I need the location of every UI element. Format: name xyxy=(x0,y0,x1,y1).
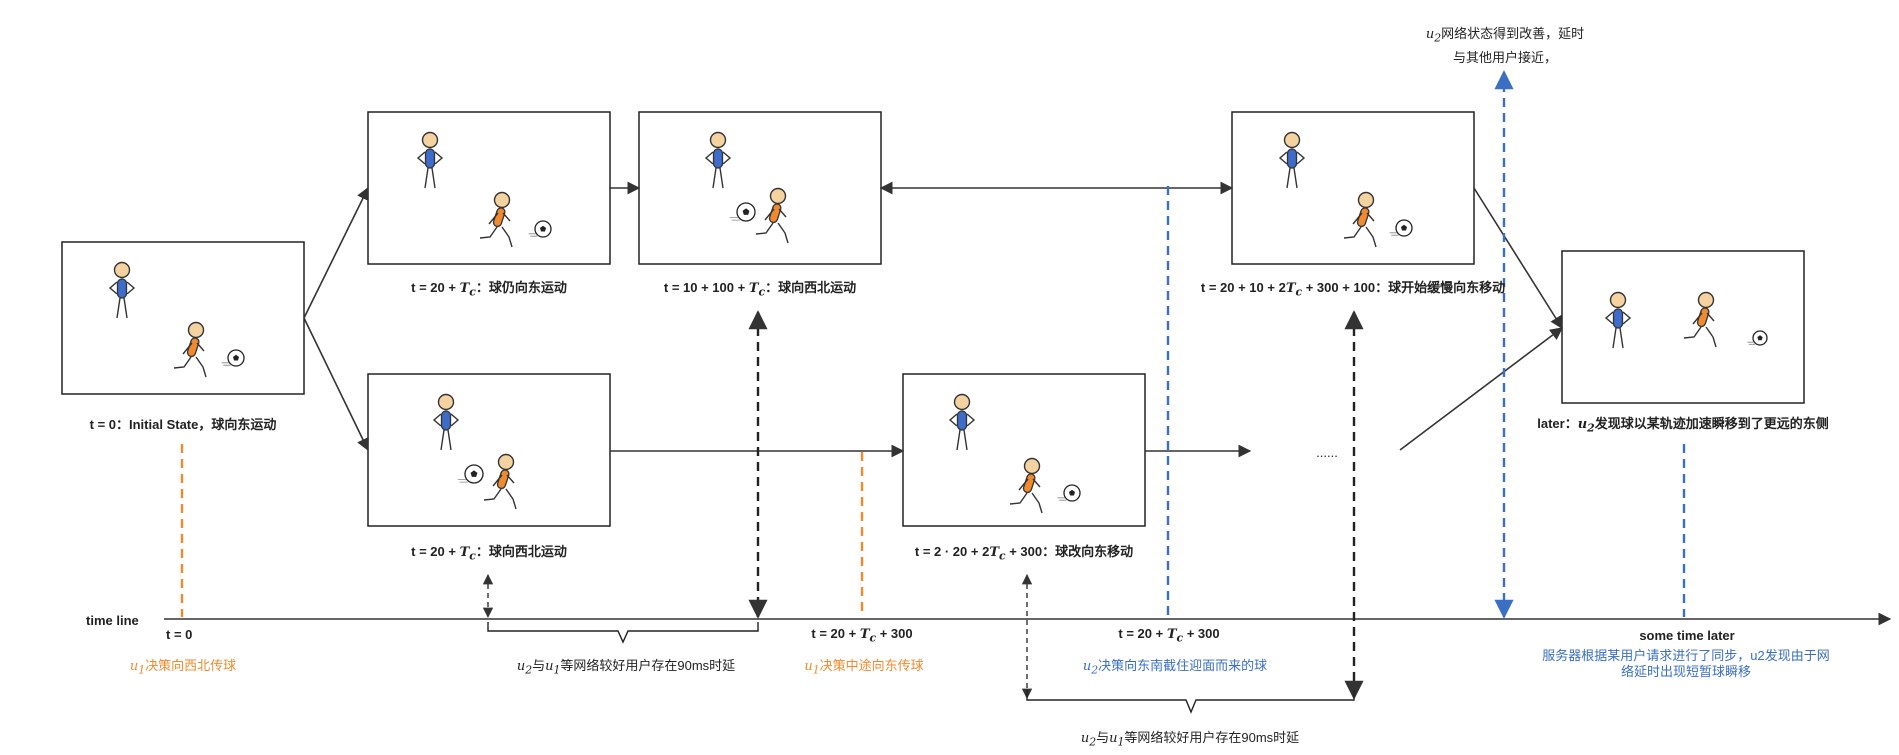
caption-final: later：u2发现球以某轨迹加速瞬移到了更远的东侧 xyxy=(1537,416,1829,435)
soccer-ball-icon xyxy=(729,202,756,222)
delay-brace-1 xyxy=(487,622,759,644)
scene-frame-initial xyxy=(61,241,305,395)
annotation-delay-1: u2与u1等网络较好用户存在90ms时延 xyxy=(516,658,736,677)
scene-frame-upper-3 xyxy=(1231,111,1475,265)
annotation-network-improve: u2网络状态得到改善，延时与其他用户接近， xyxy=(1425,26,1585,65)
annotation-u1-nw: u1决策向西北传球 xyxy=(129,658,237,677)
stick-figure-icon xyxy=(416,131,444,189)
stick-figure-icon xyxy=(704,131,732,189)
timeline-tick-0: t = 0 xyxy=(166,627,193,642)
timeline-tick-1: t = 20 + Tc + 300 xyxy=(811,626,913,645)
flow-arrow xyxy=(303,186,369,319)
scene-frame-final xyxy=(1561,250,1805,404)
scene-frame-lower-1 xyxy=(367,373,611,527)
stick-figure-icon xyxy=(1683,291,1717,348)
annotation-u2-se: u2决策向东南截住迎面而来的球 xyxy=(1082,658,1268,677)
annotation-delay-2: u2与u1等网络较好用户存在90ms时延 xyxy=(1080,730,1300,749)
soccer-ball-icon xyxy=(1057,484,1081,502)
caption-upper-3: t = 20 + 10 + 2Tc + 300 + 100：球开始缓慢向东移动 xyxy=(1200,280,1506,299)
scene-frame-upper-2 xyxy=(638,111,882,265)
stick-figure-icon xyxy=(1009,457,1043,514)
soccer-ball-icon xyxy=(221,349,245,367)
soccer-ball-icon xyxy=(1389,219,1413,237)
ellipsis: ...... xyxy=(1316,445,1338,460)
annotation-u1-east: u1决策中途向东传球 xyxy=(804,658,924,677)
soccer-ball-icon xyxy=(1747,330,1768,346)
stick-figure-icon xyxy=(483,453,517,510)
timeline-label: time line xyxy=(86,613,139,628)
stick-figure-icon xyxy=(755,187,789,244)
flow-arrow xyxy=(303,317,369,452)
scene-frame-upper-1 xyxy=(367,111,611,265)
soccer-ball-icon xyxy=(457,464,484,484)
stick-figure-icon xyxy=(1604,291,1632,349)
stick-figure-icon xyxy=(948,393,976,451)
caption-upper-2: t = 10 + 100 + Tc：球向西北运动 xyxy=(663,280,857,299)
flow-arrow xyxy=(1399,327,1564,451)
caption-lower-1: t = 20 + Tc：球向西北运动 xyxy=(411,544,567,563)
stick-figure-icon xyxy=(1278,131,1306,189)
soccer-ball-icon xyxy=(528,220,552,238)
timeline-tick-later: some time later xyxy=(1639,628,1735,643)
stick-figure-icon xyxy=(173,321,207,378)
delay-brace-2 xyxy=(1026,690,1355,714)
stick-figure-icon xyxy=(1343,191,1377,248)
timeline-tick-2: t = 20 + Tc + 300 xyxy=(1118,626,1220,645)
annotation-server-sync: 服务器根据某用户请求进行了同步，u2发现由于网络延时出现短暂球瞬移 xyxy=(1542,648,1830,679)
stick-figure-icon xyxy=(108,261,136,319)
flow-arrow xyxy=(1473,187,1563,330)
caption-upper-1: t = 20 + Tc：球仍向东运动 xyxy=(411,280,567,299)
stick-figure-icon xyxy=(432,393,460,451)
caption-lower-2: t = 2 · 20 + 2Tc + 300：球改向东移动 xyxy=(914,544,1134,563)
scene-frame-lower-2 xyxy=(902,373,1146,527)
caption-initial: t = 0：Initial State，球向东运动 xyxy=(89,417,277,432)
stick-figure-icon xyxy=(479,191,513,248)
